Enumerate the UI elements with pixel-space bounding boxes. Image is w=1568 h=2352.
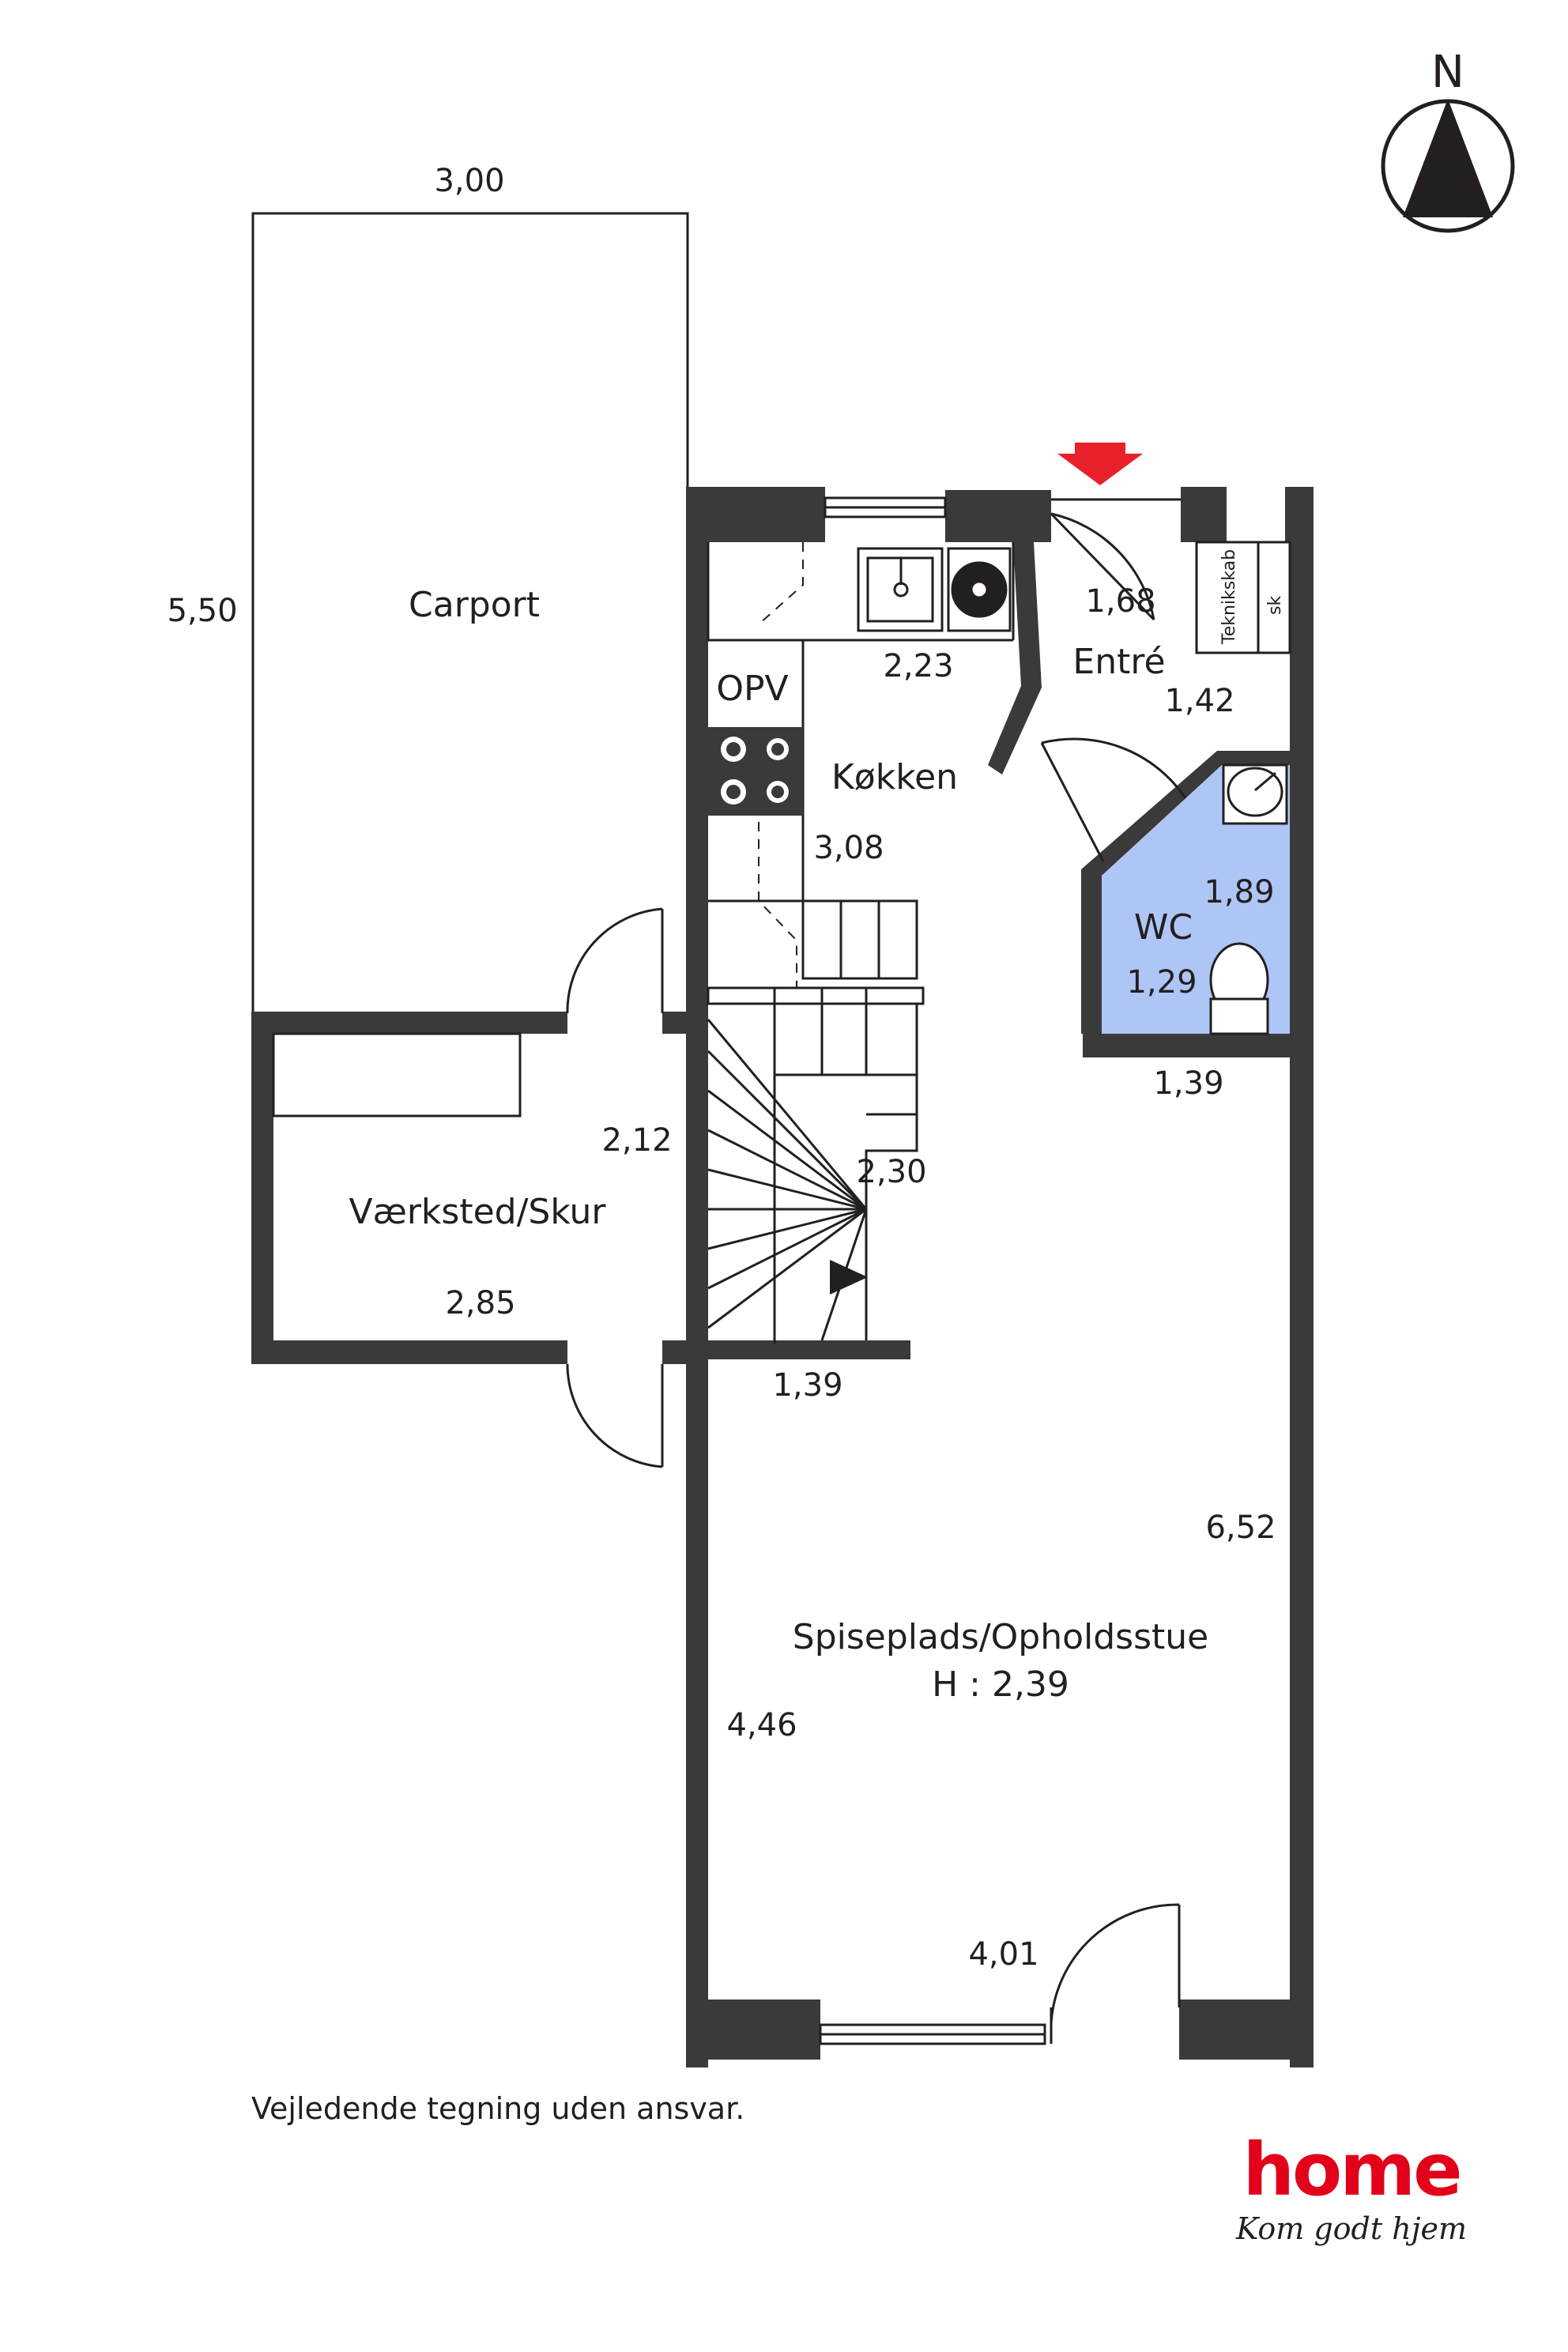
workshop-door-bottom[interactable]: [566, 1363, 664, 1468]
kitchen-lower-cabinet-line: [758, 822, 797, 988]
fan-icon: [947, 547, 1012, 632]
north-label: N: [1431, 47, 1464, 98]
workshop-name-label: Værksted/Skur: [349, 1192, 607, 1232]
wc-door[interactable]: [1040, 737, 1187, 862]
brand-name: home: [1242, 2128, 1463, 2212]
north-arrow-icon: N: [1381, 47, 1515, 233]
stair-direction-arrow-icon: [830, 1260, 868, 1295]
tech-cabinet: [1195, 541, 1291, 654]
entrance-door[interactable]: [1050, 498, 1181, 621]
wc-toilet: [1209, 942, 1269, 1035]
entry-dim-a-label: 1,68: [1085, 583, 1155, 620]
wc-dim-c-label: 1,39: [1153, 1065, 1223, 1102]
entry-name-label: Entré: [1072, 642, 1165, 682]
kitchen-upper-cabinet-line: [758, 542, 804, 625]
terrace-door[interactable]: [1050, 1903, 1181, 2044]
workshop-dim-a-label: 2,12: [601, 1122, 672, 1159]
wc-name-label: WC: [1134, 907, 1193, 948]
living-dim-b-label: 4,46: [726, 1707, 797, 1743]
living-height-label: H : 2,39: [932, 1664, 1069, 1705]
carport-width-label: 3,00: [434, 163, 504, 199]
living-dim-a-label: 6,52: [1205, 1510, 1276, 1546]
wc-dim-b-label: 1,29: [1126, 964, 1197, 1001]
tech-cabinet-short-label: sk: [1265, 596, 1285, 615]
wc-dim-a-label: 1,89: [1204, 874, 1274, 910]
stairs-dim-b-label: 1,39: [772, 1367, 842, 1404]
tech-cabinet-label: Teknikskab: [1219, 549, 1239, 645]
carport-name-label: Carport: [409, 585, 540, 625]
brand-logo: home Kom godt hjem: [1233, 2134, 1470, 2252]
kitchen-dim-b-label: 3,08: [813, 830, 884, 866]
carport-outline: [251, 212, 689, 1018]
workshop-shelf: [272, 1032, 522, 1118]
brand-tagline: Kom godt hjem: [1235, 2211, 1467, 2246]
living-name-label: Spiseplads/Opholdsstue: [793, 1617, 1208, 1657]
workshop-door-top[interactable]: [566, 907, 664, 1014]
living-dim-c-label: 4,01: [968, 1936, 1038, 1973]
entrance-arrow-icon: [1057, 443, 1143, 485]
wc-sink: [1222, 763, 1288, 825]
kitchen-opv-label: OPV: [716, 669, 788, 709]
carport-depth-label: 5,50: [167, 593, 237, 629]
entry-dim-b-label: 1,42: [1164, 683, 1234, 719]
window-bottom: [819, 2023, 1046, 2045]
kitchen-sink-icon: [857, 547, 944, 632]
disclaimer-text: Vejledende tegning uden ansvar.: [251, 2091, 745, 2126]
window-top: [824, 496, 947, 518]
cooktop-icon: [708, 727, 803, 816]
stairs-dim-a-label: 2,30: [856, 1154, 926, 1190]
kitchen-name-label: Køkken: [831, 757, 958, 797]
kitchen-dim-a-label: 2,23: [883, 648, 953, 684]
house-walls: [686, 487, 1314, 2067]
staircase: [707, 899, 925, 1344]
workshop-dim-b-label: 2,85: [445, 1285, 515, 1321]
